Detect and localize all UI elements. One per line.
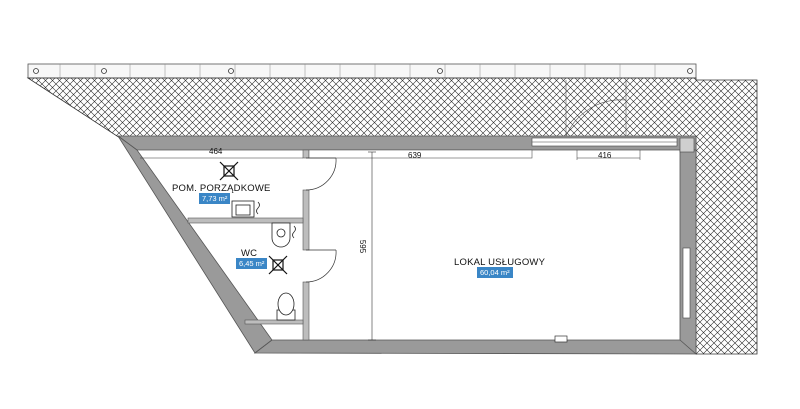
top-border-strip — [27, 63, 697, 79]
window-icon — [682, 247, 691, 319]
bolt-icon — [687, 68, 693, 74]
room-name-service: LOKAL USŁUGOWY — [454, 257, 546, 268]
dimension-line-vertical — [368, 151, 376, 341]
door-swing-icon — [305, 157, 337, 283]
room-area-utility: 7,73 m² — [199, 193, 231, 204]
bolt-icon — [33, 68, 39, 74]
dimension-label-top-left: 464 — [209, 147, 223, 156]
room-area-service: 60,04 m² — [477, 267, 513, 278]
dimension-label-top-middle: 639 — [408, 151, 422, 160]
dimension-label-top-right: 416 — [598, 151, 612, 160]
room-name-utility: POM. PORZĄDKOWE — [172, 183, 271, 194]
sink-icon — [271, 222, 296, 248]
dimension-line-top — [140, 150, 641, 160]
bolt-icon — [437, 68, 443, 74]
structural-column — [679, 137, 695, 153]
toilet-icon — [276, 292, 296, 321]
partition-walls — [187, 149, 310, 341]
room-name-wc: WC — [241, 248, 258, 259]
ceiling-vent-icon — [219, 161, 239, 181]
room-area-wc: 6,45 m² — [236, 258, 268, 269]
ceiling-vent-icon — [268, 255, 288, 275]
dimension-label-vertical: 595 — [358, 239, 368, 254]
room-interior — [137, 150, 680, 340]
door-swing-icon — [565, 80, 627, 137]
top-strip — [308, 149, 533, 159]
bolt-icon — [228, 68, 234, 74]
sink-icon — [231, 200, 260, 218]
bolt-icon — [101, 68, 107, 74]
window-icon — [531, 137, 678, 147]
floor-outlet-icon — [554, 335, 568, 343]
